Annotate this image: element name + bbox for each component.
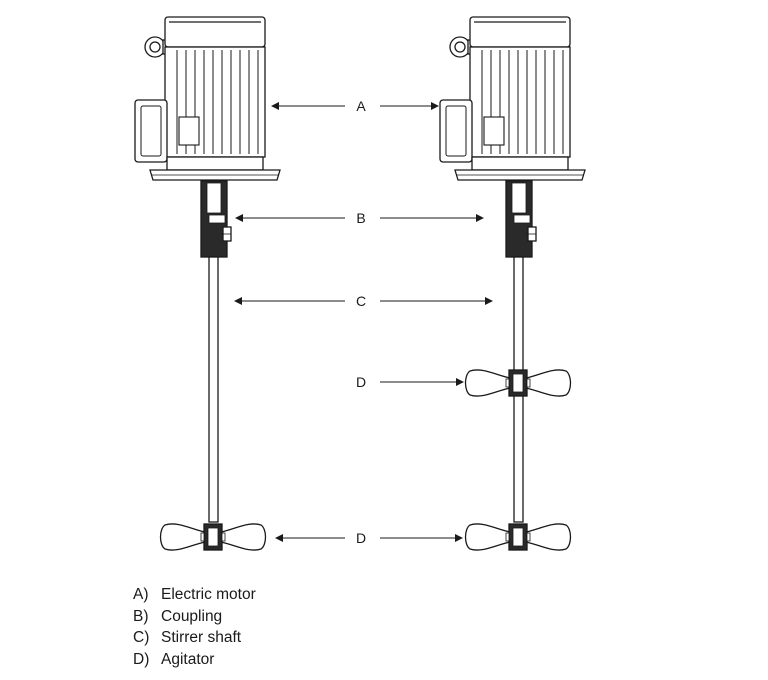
legend-label: Electric motor [161, 586, 256, 603]
legend-label: Stirrer shaft [161, 629, 242, 646]
callout-c: C [356, 293, 366, 309]
stirrer-shaft-left [208, 256, 219, 523]
left-stirrer [134, 16, 281, 551]
callout-d-lower: D [356, 530, 366, 546]
legend-label: Agitator [161, 650, 215, 668]
callout-a: A [356, 98, 366, 114]
legend-key: A) [133, 586, 149, 603]
electric-motor-right [439, 16, 586, 258]
callout-arrows [234, 102, 493, 542]
legend-label: Coupling [161, 607, 223, 625]
callout-d-upper: D [356, 374, 366, 390]
legend-key: B) [133, 607, 149, 625]
right-stirrer [439, 16, 586, 551]
agitator-right-upper [464, 369, 572, 397]
legend-item-d: D) Agitator [133, 649, 256, 671]
legend-key: C) [133, 629, 150, 646]
legend-key: D) [133, 650, 150, 668]
electric-motor-left [134, 16, 281, 258]
callout-b: B [356, 210, 365, 226]
legend: A) Electric motor B) Coupling C) Stirrer sh… [133, 584, 256, 670]
legend-item-b: B) Coupling [133, 606, 256, 628]
agitator-left-lower [159, 523, 267, 551]
legend-item-c: C) Stirrer shaft [133, 627, 256, 649]
agitator-right-lower [464, 523, 572, 551]
legend-item-a: A) Electric motor [133, 584, 256, 606]
